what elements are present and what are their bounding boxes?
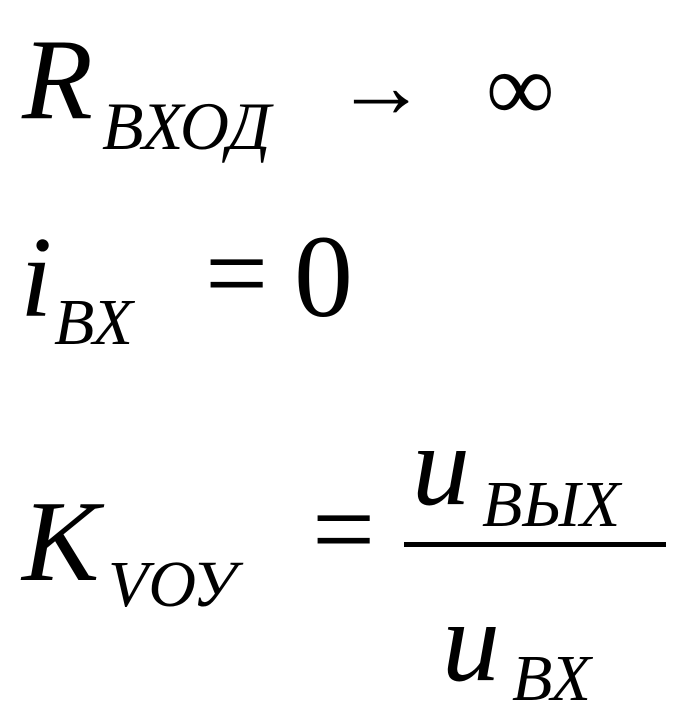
resistance-subscript: ВХОД	[102, 88, 271, 164]
numerator-symbol: u	[412, 402, 470, 530]
tends-to-arrow: →	[335, 35, 427, 137]
resistance-symbol: R	[22, 16, 93, 144]
current-subscript: ВХ	[54, 286, 133, 359]
fraction-bar	[404, 542, 666, 547]
numerator-subscript: ВЫХ	[482, 468, 621, 541]
denominator-symbol: u	[442, 578, 500, 706]
denominator-subscript: ВХ	[512, 642, 591, 715]
gain-subscript: VОУ	[108, 548, 237, 621]
infinity-symbol: ∞	[486, 34, 555, 141]
gain-symbol: K	[22, 478, 100, 606]
zero-value: 0	[294, 211, 353, 342]
equals-sign: =	[205, 212, 269, 336]
equals-sign: =	[312, 468, 376, 592]
current-symbol: i	[20, 214, 53, 342]
